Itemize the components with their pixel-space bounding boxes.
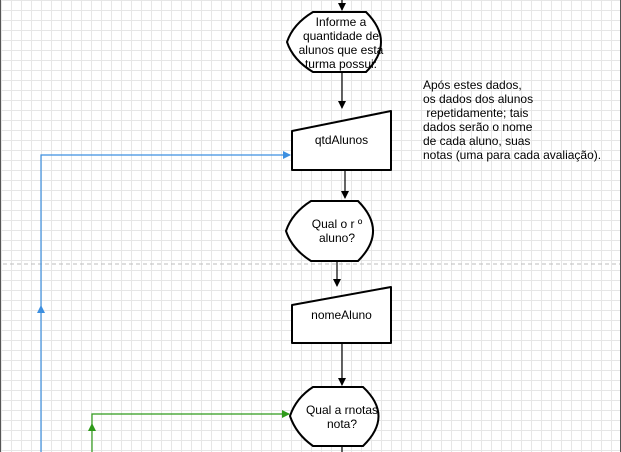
input-shape-nome[interactable] xyxy=(291,286,392,344)
display-qtd-label: Informe a quantidade de alunos que esta … xyxy=(298,14,384,71)
input-shape-qtd[interactable] xyxy=(291,110,392,171)
display-notas-label: Qual a rnotas nota? xyxy=(305,402,379,431)
input-qtd-label: qtdAlunos xyxy=(314,133,369,147)
green-loop-connector-top xyxy=(91,410,290,424)
annotation-note: Após estes dados, os dados dos alunos re… xyxy=(423,78,602,162)
display-shape-nome[interactable] xyxy=(284,200,374,262)
blue-loop-connector-top xyxy=(40,151,291,306)
display-shape-qtd[interactable] xyxy=(285,11,382,73)
input-nome-label: nomeAluno xyxy=(311,308,372,322)
display-shape-notas[interactable] xyxy=(288,386,380,447)
display-nome-label: Qual o r º aluno? xyxy=(311,217,363,245)
